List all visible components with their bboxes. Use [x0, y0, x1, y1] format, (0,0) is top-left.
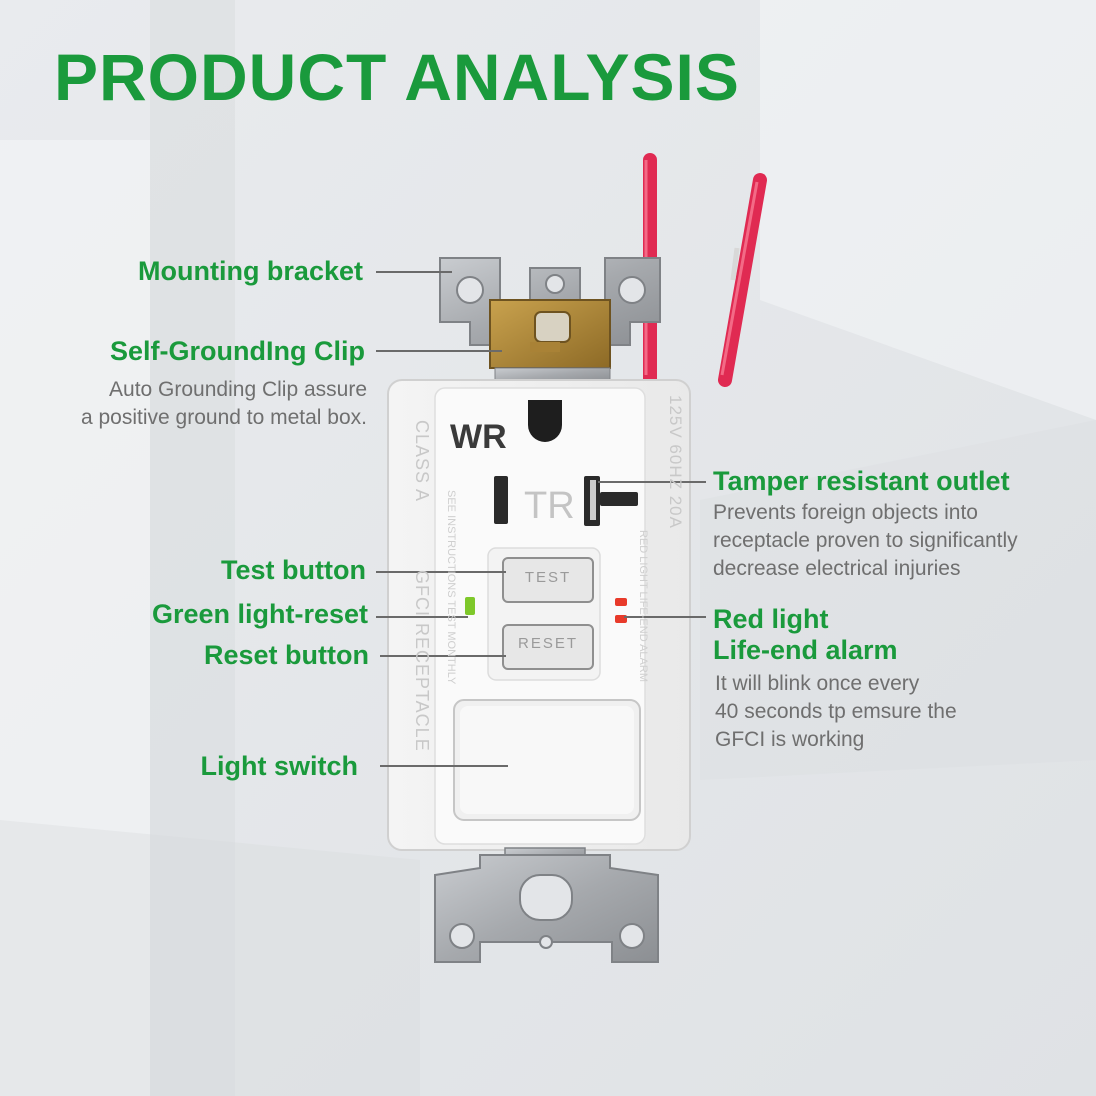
class-a-text: CLASS A [412, 420, 432, 502]
label-test-button: Test button [221, 555, 366, 585]
neutral-slot [494, 476, 508, 524]
device-markings: WR TR TEST RESET CLASS A GFCI RECEPTACLE… [412, 395, 685, 752]
desc-self-grounding-2: a positive ground to metal box. [80, 406, 367, 429]
red-wires [643, 153, 767, 387]
gfci-body [387, 379, 691, 851]
desc-red-light-3: GFCI is working [715, 728, 865, 751]
label-red-light: Red light [713, 604, 829, 634]
reset-button-text: RESET [518, 635, 578, 652]
red-led-top [615, 598, 627, 606]
tr-mark: TR [524, 485, 575, 527]
test-button-text: TEST [525, 569, 571, 586]
label-tamper-outlet: Tamper resistant outlet [713, 466, 1010, 496]
brand-mark: WR [450, 418, 507, 456]
green-led [465, 597, 475, 615]
desc-self-grounding-1: Auto Grounding Clip assure [109, 378, 367, 401]
label-green-light: Green light-reset [151, 599, 368, 629]
desc-tamper-2: receptacle proven to significantly [713, 529, 1018, 552]
gfci-receptacle-text: GFCI RECEPTACLE [412, 570, 432, 752]
label-mounting-bracket: Mounting bracket [137, 256, 363, 286]
label-life-end-alarm: Life-end alarm [713, 635, 898, 665]
label-self-grounding-clip: Self-GroundIng Clip [110, 336, 365, 366]
label-light-switch: Light switch [200, 751, 359, 781]
desc-tamper-3: decrease electrical injuries [713, 557, 961, 580]
label-reset-button: Reset button [204, 640, 369, 670]
rating-text: 125V 60HZ 20A [666, 395, 685, 529]
self-grounding-clip [489, 299, 611, 383]
reset-button-shape [502, 624, 594, 670]
desc-red-light-2: 40 seconds tp emsure the [715, 700, 957, 723]
bottom-mounting-bracket [434, 847, 659, 963]
desc-tamper-1: Prevents foreign objects into [713, 501, 978, 524]
test-button-shape [502, 557, 594, 603]
desc-red-light-1: It will blink once every [715, 672, 920, 695]
leader-lines [376, 271, 706, 767]
red-light-text: RED LIGHT LIFE-END ALARM [637, 530, 649, 682]
instructions-text: SEE INSTRUCTIONS TEST MONTHLY [445, 490, 457, 685]
page-title: PRODUCT ANALYSIS [54, 40, 740, 114]
